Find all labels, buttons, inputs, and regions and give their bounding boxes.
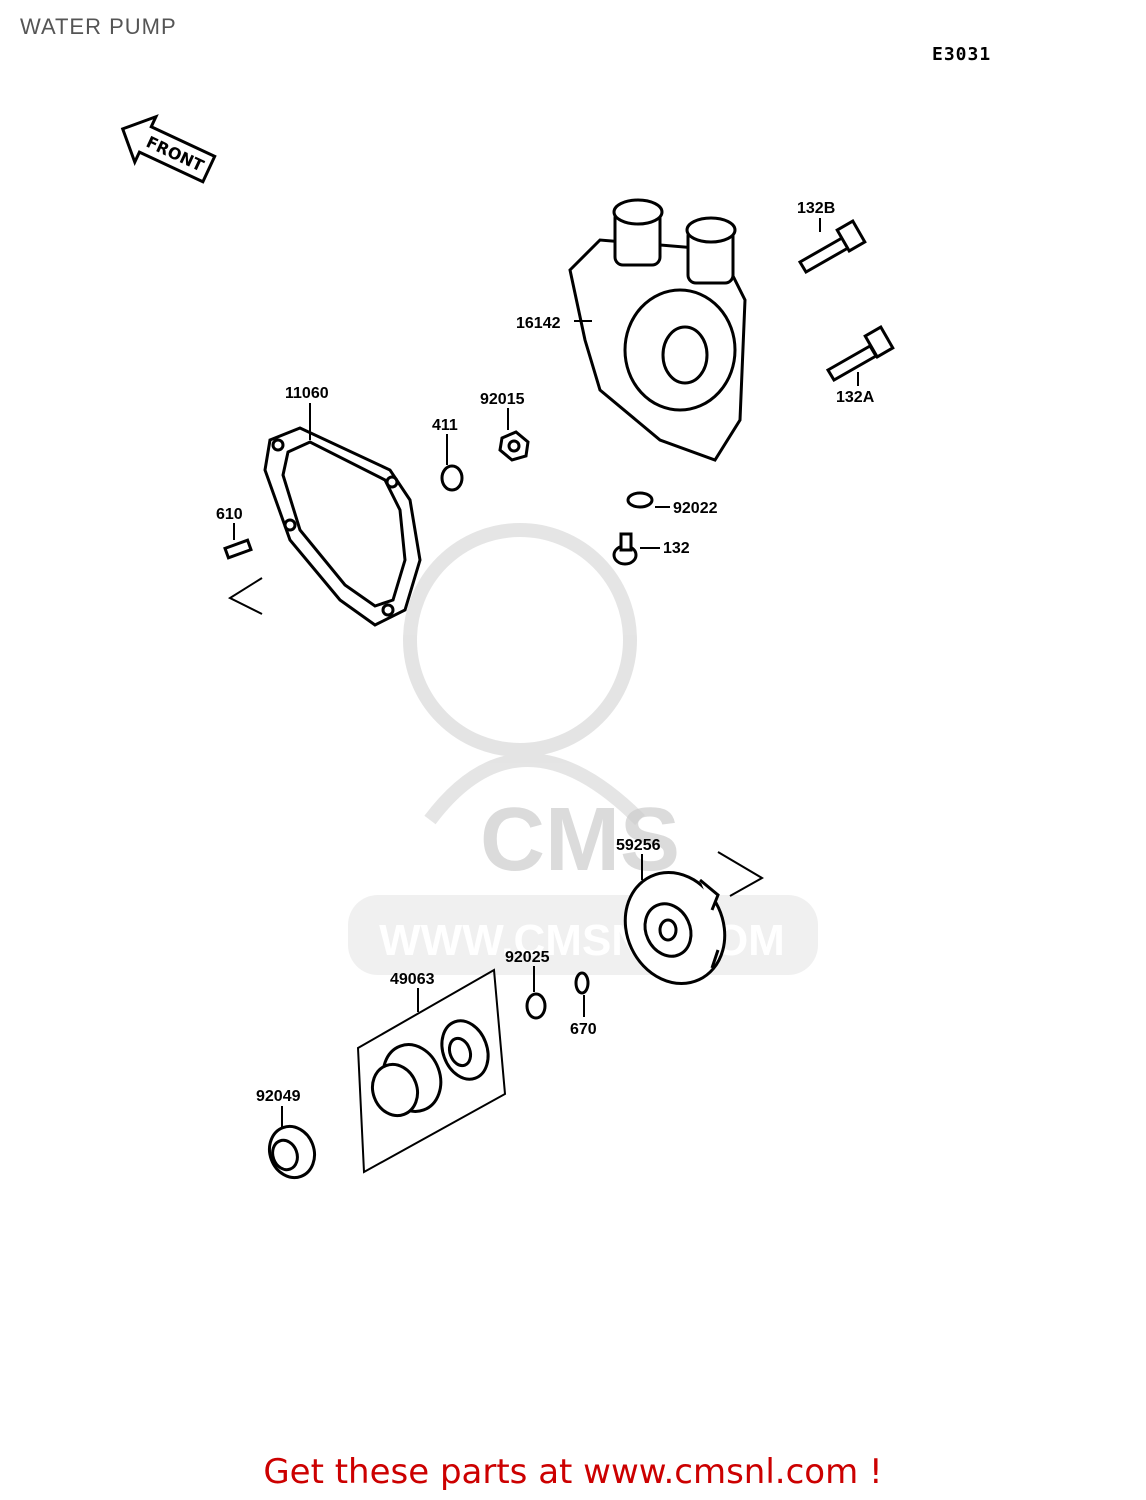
label-92022: 92022 (673, 500, 718, 517)
washer-92022 (626, 491, 654, 509)
bolt-132 (612, 532, 638, 566)
seal-kit-box-49063 (356, 968, 507, 1174)
label-132B: 132B (797, 200, 835, 217)
label-411: 411 (432, 417, 458, 434)
reference-mark-left (227, 577, 263, 615)
watermark-brand: CMS (480, 790, 680, 890)
watermark-logo (348, 523, 818, 975)
washer-411 (440, 464, 464, 492)
impeller-59256 (623, 871, 727, 985)
pump-cover-16142 (568, 198, 747, 462)
front-arrow-icon: FRONT (120, 114, 217, 184)
diagram-code: E3031 (932, 44, 992, 65)
label-92025: 92025 (505, 949, 550, 966)
label-49063: 49063 (390, 971, 435, 988)
bolt-132B (797, 219, 867, 275)
footer-link[interactable]: Get these parts at www.cmsnl.com ! (263, 1452, 883, 1492)
label-16142: 16142 (516, 315, 561, 332)
label-92049: 92049 (256, 1088, 301, 1105)
washer-92025 (525, 992, 547, 1020)
label-59256: 59256 (616, 837, 661, 854)
nut-92015 (498, 430, 530, 462)
ring-670 (574, 971, 590, 995)
gasket-11060 (263, 426, 422, 627)
reference-mark-right (717, 851, 765, 897)
label-670: 670 (570, 1021, 597, 1038)
bearing-92049 (267, 1124, 317, 1180)
bolt-132A (825, 325, 895, 383)
label-11060: 11060 (285, 385, 329, 402)
page-title: WATER PUMP (20, 14, 177, 39)
label-132: 132 (663, 540, 690, 557)
pin-610 (223, 538, 253, 560)
label-610: 610 (216, 506, 243, 523)
label-132A: 132A (836, 389, 875, 406)
mechanical-seal-49063 (370, 1019, 490, 1118)
label-92015: 92015 (480, 391, 525, 408)
